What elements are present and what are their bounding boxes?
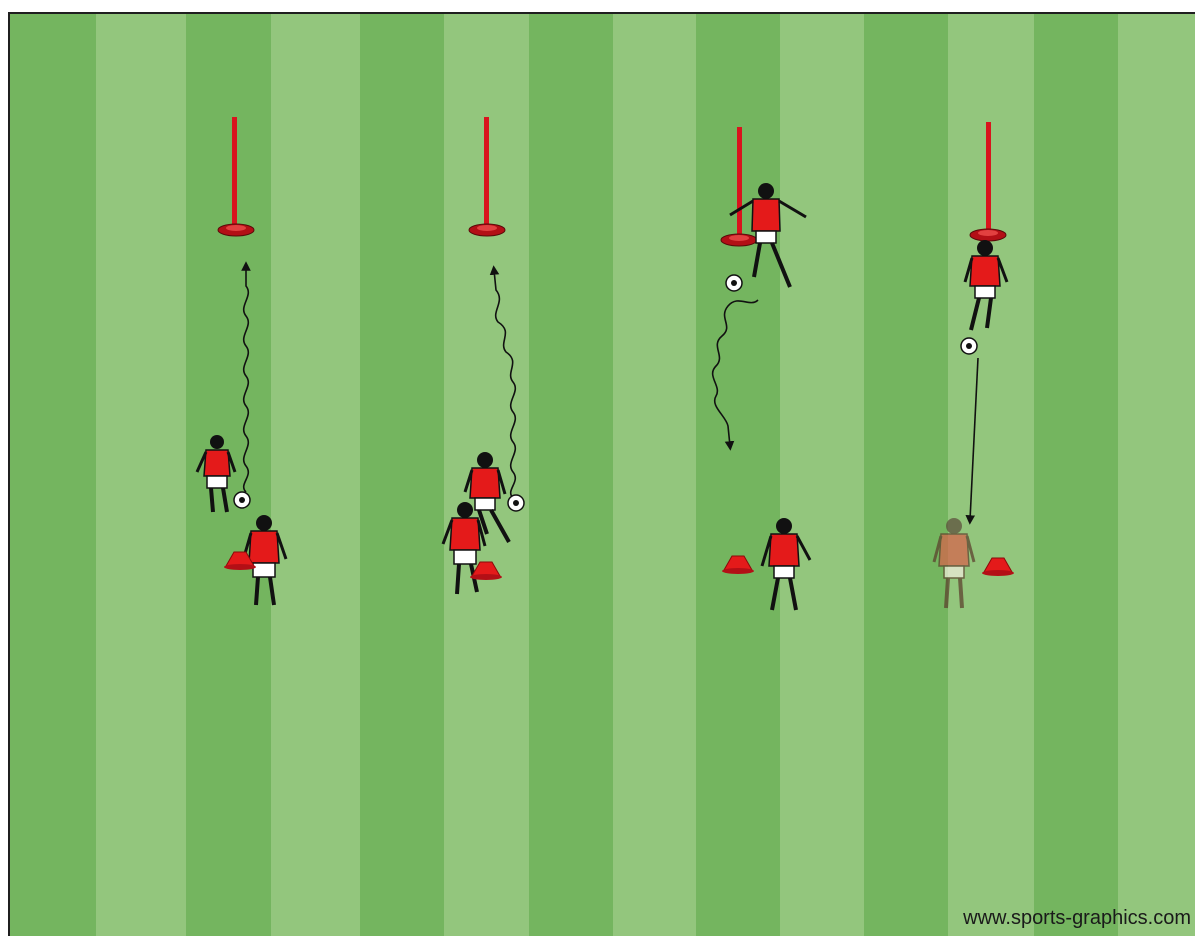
soccer-ball xyxy=(726,275,742,291)
grass-stripe xyxy=(613,14,696,936)
grass-stripe xyxy=(529,14,613,936)
soccer-ball xyxy=(234,492,250,508)
grass-stripe xyxy=(271,14,360,936)
soccer-ball xyxy=(508,495,524,511)
grass-stripe xyxy=(1118,14,1195,936)
grass-stripes xyxy=(10,14,1195,936)
grass-stripe xyxy=(1034,14,1118,936)
grass-stripe xyxy=(864,14,948,936)
grass-stripe xyxy=(10,14,96,936)
soccer-ball xyxy=(961,338,977,354)
watermark-text: www.sports-graphics.com xyxy=(963,907,1191,930)
pitch-frame: www.sports-graphics.com xyxy=(8,12,1195,936)
soccer-pitch xyxy=(10,14,1195,936)
grass-stripe xyxy=(360,14,444,936)
grass-stripe xyxy=(780,14,864,936)
grass-stripe xyxy=(96,14,186,936)
